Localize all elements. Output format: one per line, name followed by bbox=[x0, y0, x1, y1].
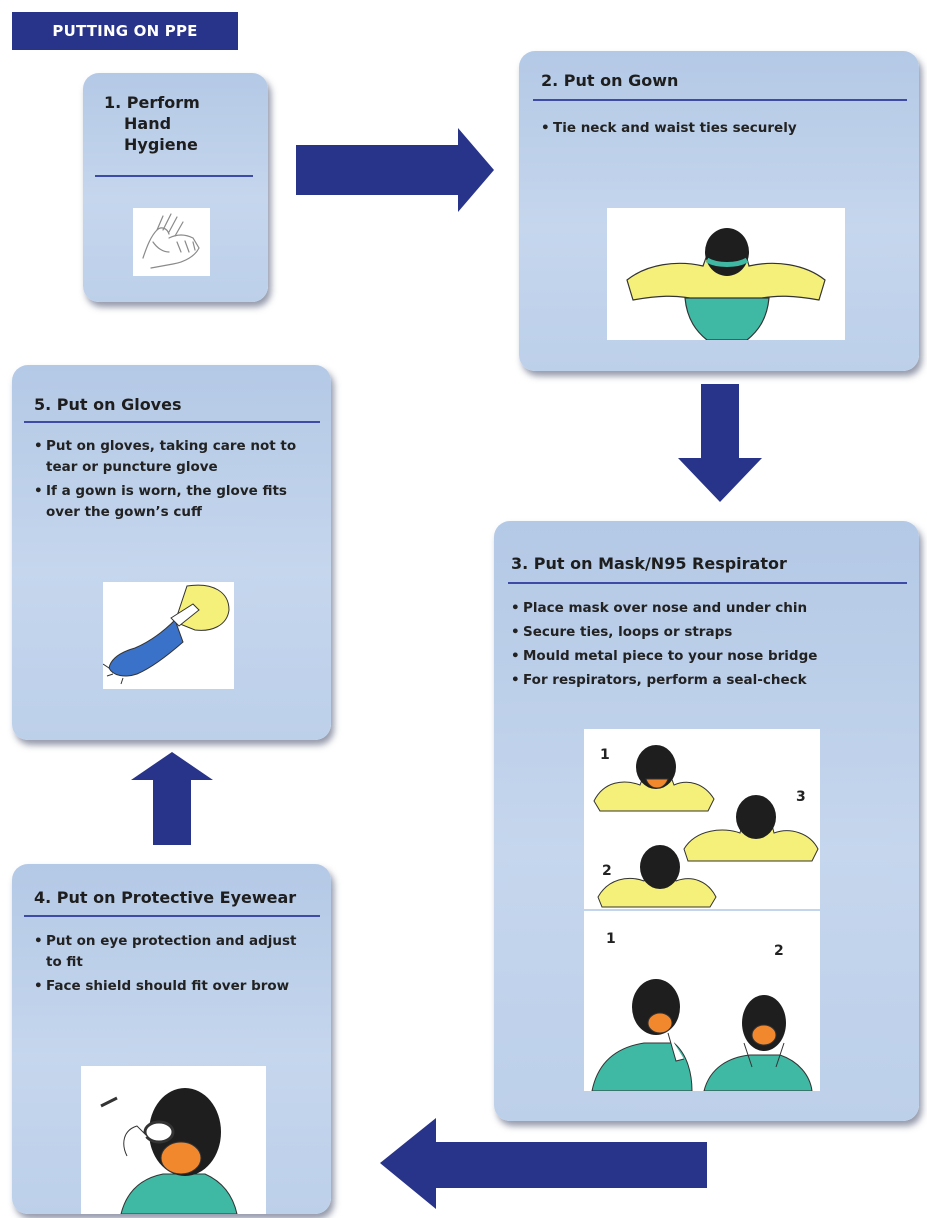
step-3-card: 3. Put on Mask/N95 Respirator Place mask… bbox=[494, 521, 919, 1121]
step-3-bullets: Place mask over nose and under chin Secu… bbox=[511, 598, 911, 694]
gloves-illustration bbox=[102, 582, 234, 689]
step-3-title: 3. Put on Mask/N95 Respirator bbox=[511, 554, 787, 573]
step-1-title: 1. Perform Hand Hygiene bbox=[104, 93, 200, 154]
step-4-bullets: Put on eye protection and adjust to fit … bbox=[34, 931, 304, 1000]
bullet-item: Face shield should fit over brow bbox=[34, 976, 304, 997]
bullet-item: Secure ties, loops or straps bbox=[511, 622, 911, 643]
step-4-title: 4. Put on Protective Eyewear bbox=[34, 888, 297, 907]
seal-check-illustration: 1 2 bbox=[584, 911, 820, 1092]
hand-hygiene-illustration bbox=[133, 208, 210, 276]
step-1-card: 1. Perform Hand Hygiene bbox=[83, 73, 268, 302]
figure-label: 1 bbox=[606, 931, 616, 947]
bullet-item: If a gown is worn, the glove fits over t… bbox=[34, 481, 319, 523]
bullet-item: Mould metal piece to your nose bridge bbox=[511, 646, 911, 667]
bullet-item: Put on eye protection and adjust to fit bbox=[34, 931, 304, 973]
step-2-divider bbox=[533, 99, 907, 101]
step-2-bullets: Tie neck and waist ties securely bbox=[541, 118, 901, 142]
bullet-item: Place mask over nose and under chin bbox=[511, 598, 911, 619]
figure-label: 1 bbox=[600, 747, 610, 763]
bullet-item: For respirators, perform a seal-check bbox=[511, 670, 911, 691]
step-4-card: 4. Put on Protective Eyewear Put on eye … bbox=[12, 864, 331, 1215]
mask-tie-illustration: 1 2 3 bbox=[584, 729, 820, 909]
arrow-left-icon bbox=[380, 1118, 707, 1209]
step-5-title: 5. Put on Gloves bbox=[34, 395, 182, 414]
arrow-down-icon bbox=[678, 384, 762, 502]
step-3-divider bbox=[508, 582, 907, 584]
step-4-divider bbox=[24, 915, 320, 917]
step-1-divider bbox=[95, 175, 253, 177]
step-5-divider bbox=[24, 421, 320, 423]
step-5-bullets: Put on gloves, taking care not to tear o… bbox=[34, 436, 319, 526]
figure-label: 2 bbox=[774, 943, 784, 959]
step-2-card: 2. Put on Gown Tie neck and waist ties s… bbox=[519, 51, 919, 371]
step-2-title: 2. Put on Gown bbox=[541, 71, 679, 90]
bullet-item: Tie neck and waist ties securely bbox=[541, 118, 901, 139]
gown-tie-illustration bbox=[607, 208, 845, 341]
bullet-item: Put on gloves, taking care not to tear o… bbox=[34, 436, 319, 478]
figure-label: 3 bbox=[796, 789, 806, 805]
step-5-card: 5. Put on Gloves Put on gloves, taking c… bbox=[12, 365, 331, 740]
figure-label: 2 bbox=[602, 863, 612, 879]
arrow-up-icon bbox=[131, 752, 213, 845]
eyewear-illustration bbox=[81, 1066, 266, 1215]
arrow-right-icon bbox=[296, 128, 494, 212]
page-title: PUTTING ON PPE bbox=[12, 12, 238, 50]
